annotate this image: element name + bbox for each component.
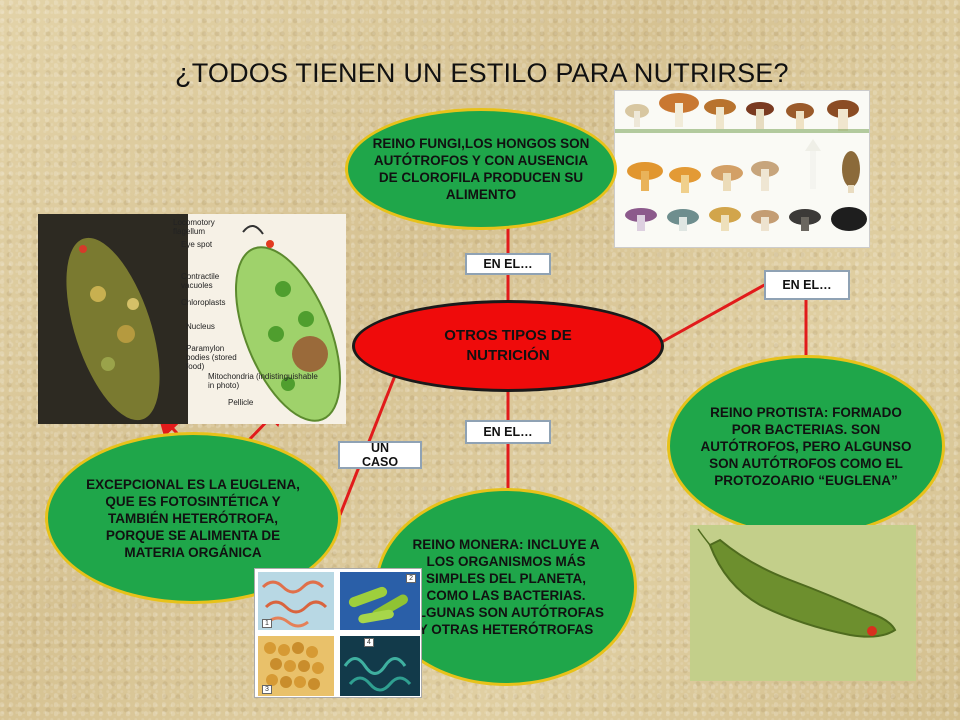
- bacteria-bacilli-shape: [348, 586, 408, 624]
- euglena-micrograph-shape: [697, 528, 897, 638]
- bacteria-panel-3: 3: [258, 636, 334, 696]
- protista-kingdom-text: REINO PROTISTA: FORMADO POR BACTERIAS. S…: [700, 404, 912, 488]
- euglena-label-2: Contractile vacuoles: [181, 272, 220, 290]
- euglena-label-1: Eye spot: [181, 240, 213, 249]
- euglena-micrograph-image: [690, 525, 916, 681]
- euglena-exception-text: EXCEPCIONAL ES LA EUGLENA, QUE ES FOTOSI…: [86, 476, 300, 560]
- bacteria-panel-1: 1: [258, 572, 334, 630]
- euglena-drawing: [188, 214, 346, 424]
- mushroom-illustrations: [615, 93, 869, 231]
- tag-bottom-en-el: EN EL…: [465, 420, 551, 444]
- bacteria-panel-label-3: 3: [262, 685, 272, 694]
- euglena-label-7: Pellicle: [228, 398, 254, 407]
- mushroom-chart-image: [614, 90, 870, 248]
- fungi-kingdom-node: REINO FUNGI,LOS HONGOS SON AUTÓTROFOS Y …: [345, 108, 617, 230]
- euglena-photo: [38, 214, 188, 424]
- monera-kingdom-text: REINO MONERA: INCLUYE A LOS ORGANISMOS M…: [408, 537, 605, 637]
- fungi-kingdom-text: REINO FUNGI,LOS HONGOS SON AUTÓTROFOS Y …: [372, 136, 590, 202]
- bacteria-spirilla-shape: [261, 580, 328, 628]
- center-node-text: OTROS TIPOS DE NUTRICIÓN: [444, 327, 572, 364]
- slide-title: ¿TODOS TIENEN UN ESTILO PARA NUTRIRSE?: [175, 58, 789, 88]
- euglena-label-6: Mitochondria (indistinguishable in photo…: [208, 372, 318, 390]
- bacteria-chains-shape: [343, 657, 412, 692]
- protista-kingdom-node: REINO PROTISTA: FORMADO POR BACTERIAS. S…: [667, 355, 945, 537]
- center-node-otros-tipos: OTROS TIPOS DE NUTRICIÓN: [352, 300, 664, 392]
- bacteria-image: 1 2 3 4: [254, 568, 422, 698]
- euglena-photo-shape: [66, 237, 160, 421]
- bacteria-panel-4: 4: [340, 636, 420, 696]
- euglena-diagram-image: Locomotory flagellum Eye spot Contractil…: [38, 214, 346, 424]
- bacteria-cocci-shape: [264, 642, 324, 690]
- euglena-label-4: Nucleus: [186, 322, 215, 331]
- euglena-label-3: Chloroplasts: [181, 298, 226, 307]
- connector-center-to-protista: [659, 281, 769, 345]
- bacteria-panel-2: 2: [340, 572, 420, 630]
- tag-top-en-el: EN EL…: [465, 253, 551, 275]
- bacteria-panel-label-4: 4: [364, 638, 374, 647]
- tag-left-un-caso: UN CASO: [338, 441, 422, 469]
- euglena-drawing-shape: [234, 225, 342, 422]
- euglena-label-5: Paramylon bodies (stored food): [186, 344, 237, 371]
- bacteria-panel-label-1: 1: [262, 619, 272, 628]
- bacteria-panel-label-2: 2: [406, 574, 416, 583]
- tag-right-en-el: EN EL…: [764, 270, 850, 300]
- euglena-label-0: Locomotory flagellum: [173, 218, 215, 236]
